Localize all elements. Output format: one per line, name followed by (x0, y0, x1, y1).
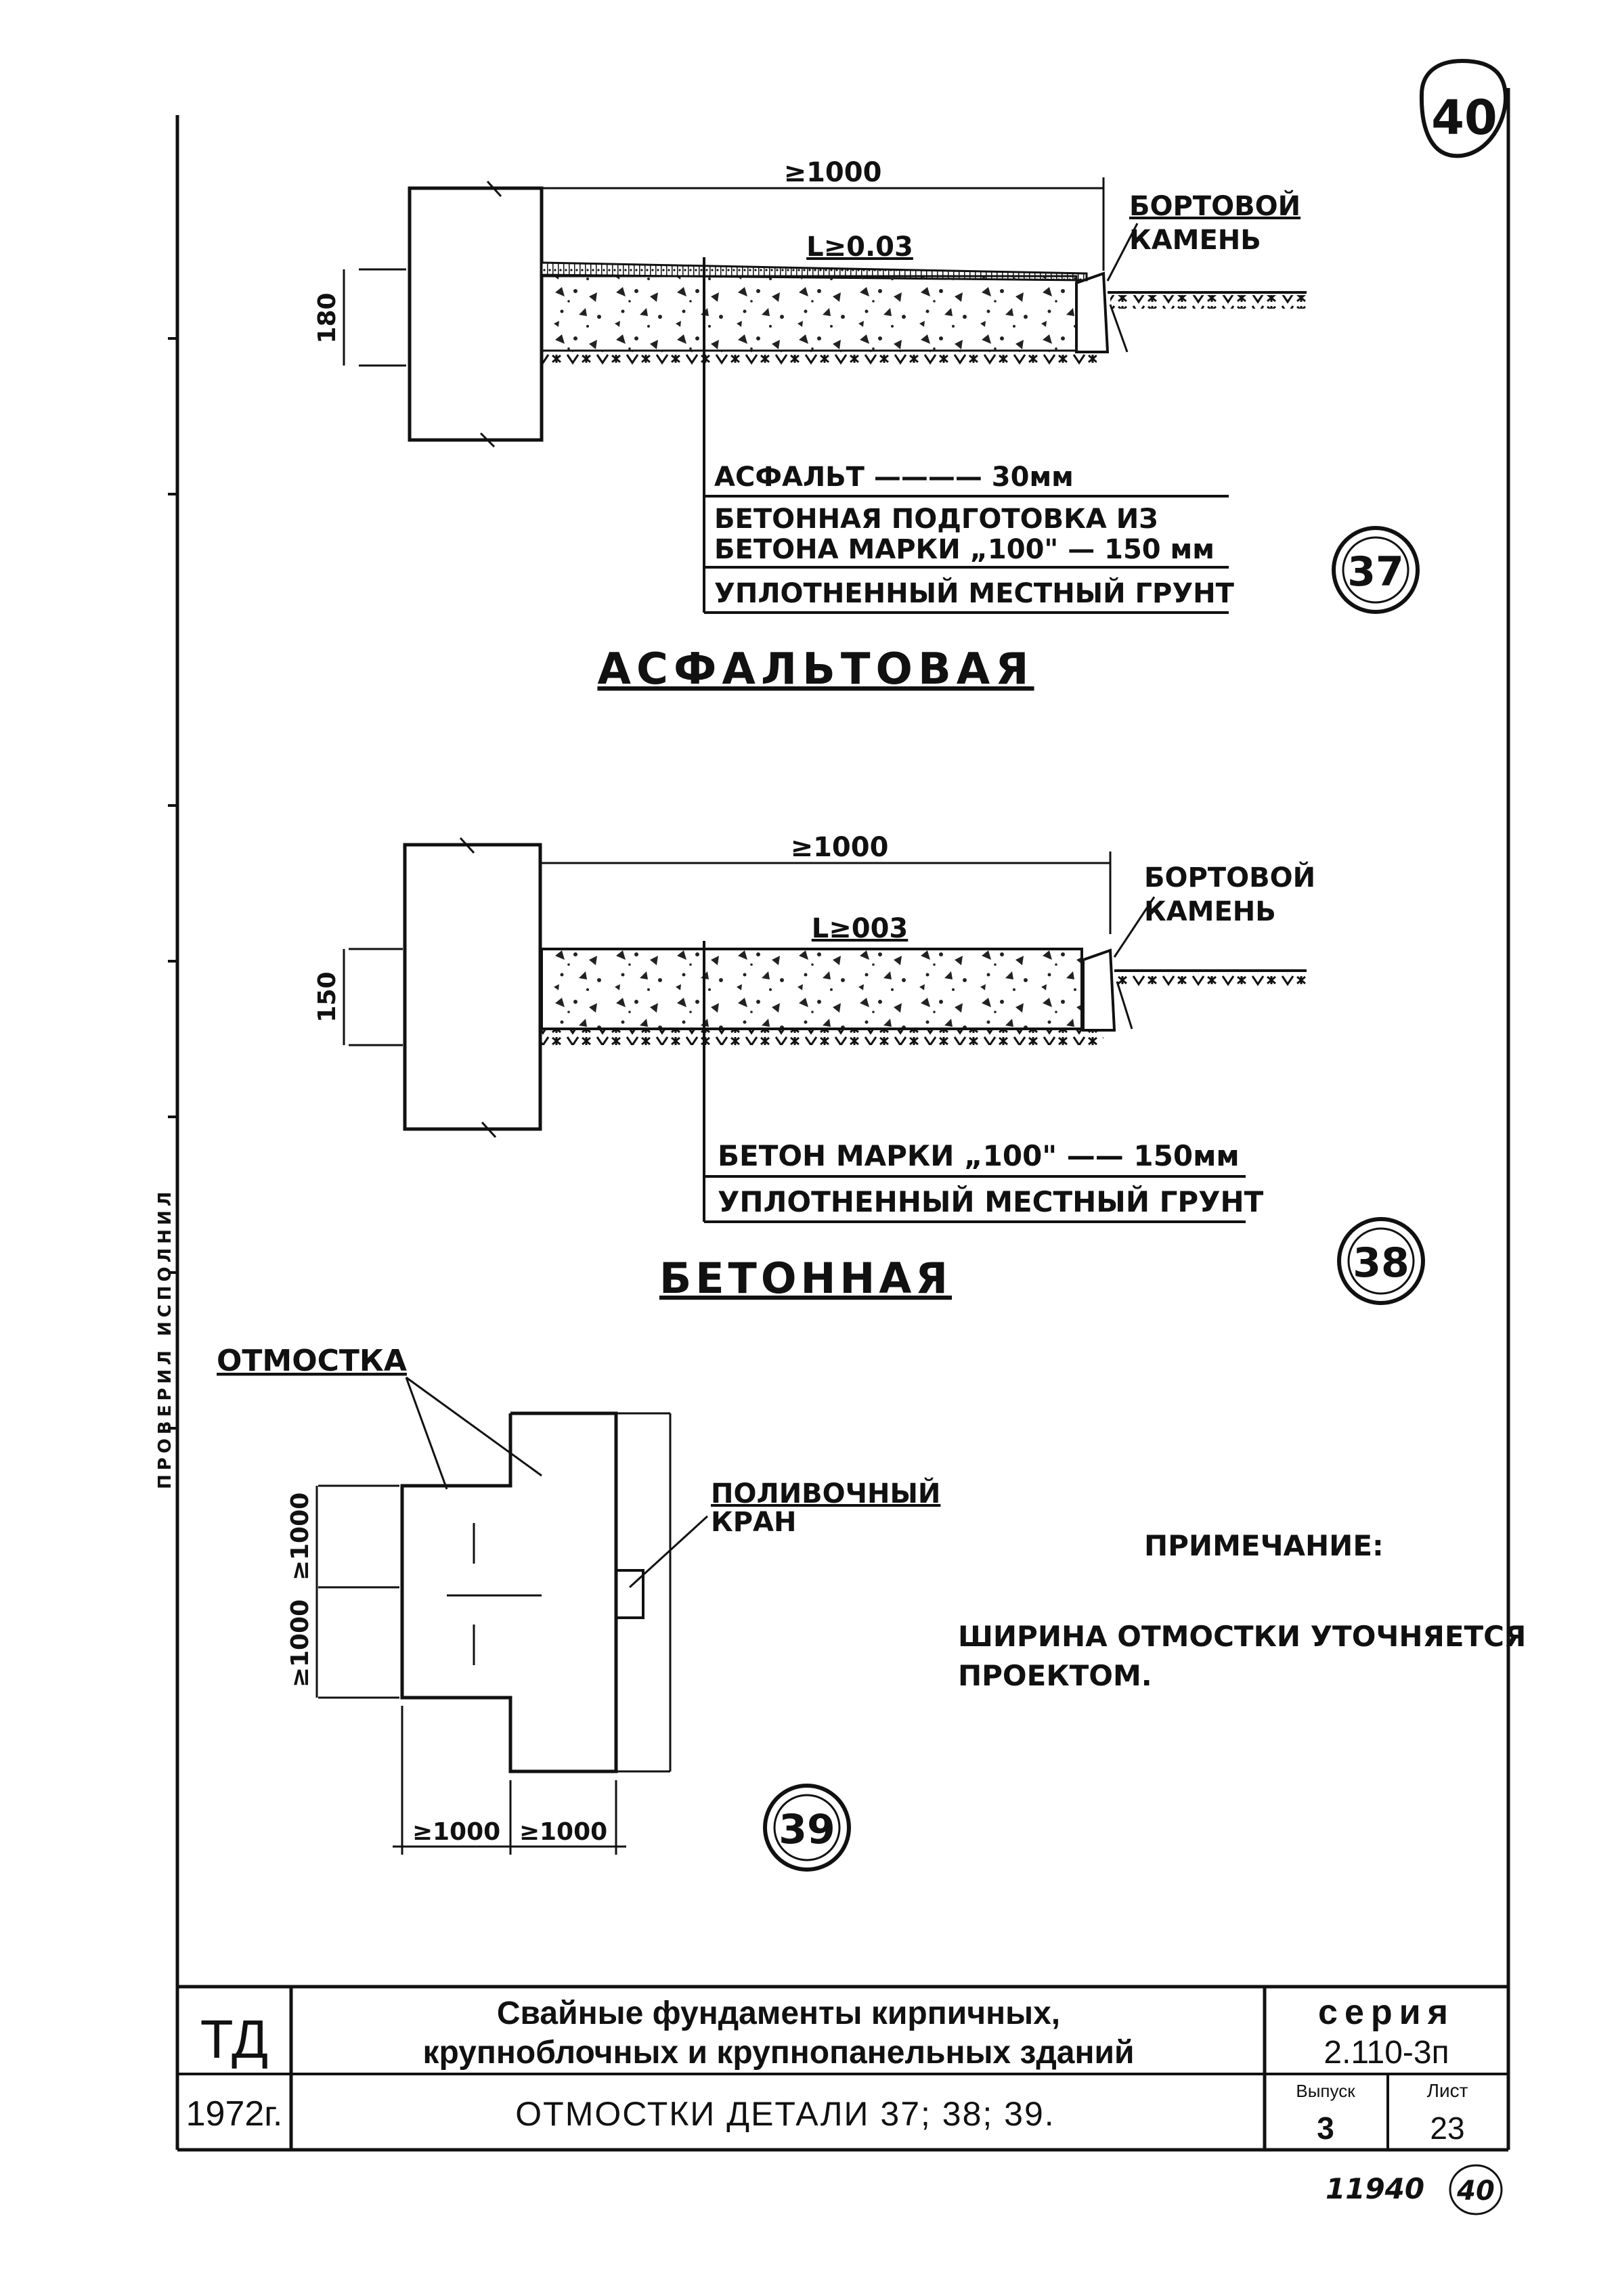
detail-38: ≥1000 L≥003 БОРТОВОЙ КАМЕНЬ 150 БЕТОН МА… (313, 832, 1425, 1305)
d39-dim-h2: ≥1000 (519, 1818, 607, 1846)
drawing-frame (168, 88, 1510, 2152)
tb-year: 1972г. (186, 2094, 283, 2134)
note-heading: ПРИМЕЧАНИЕ: (1144, 1529, 1384, 1562)
d37-layer-1: АСФАЛЬТ ———— 30мм (714, 462, 1074, 493)
d37-title: АСФАЛЬТОВАЯ (597, 644, 1034, 694)
tb-sheet-label: Лист (1427, 2080, 1468, 2101)
d37-layer-2a: БЕТОННАЯ ПОДГОТОВКА ИЗ (714, 504, 1158, 535)
footer-page-badge: 40 (1449, 2164, 1503, 2215)
d39-label-tap-1: ПОЛИВОЧНЫЙ (711, 1477, 940, 1509)
tb-title-1: Свайные фундаменты кирпичных, (497, 1995, 1060, 2031)
d38-curb-label-2: КАМЕНЬ (1144, 896, 1276, 927)
tb-org: ТД (200, 2009, 268, 2069)
tb-sheet-value: 23 (1430, 2111, 1464, 2146)
d37-number: 37 (1347, 548, 1404, 596)
tb-series-label: серия (1318, 1993, 1455, 2032)
footer-page: 40 (1456, 2176, 1495, 2207)
sheet-number: 40 (1431, 90, 1497, 146)
detail-37: ≥1000 L≥0.03 БОРТОВОЙ КАМЕНЬ 180 АСФАЛЬТ… (313, 157, 1420, 694)
d38-number: 38 (1353, 1239, 1409, 1287)
title-block: ТД 1972г. Свайные фундаменты кирпичных, … (177, 1985, 1508, 2150)
side-stamp: ПРОВЕРИЛ ИСПОЛНИЛ (155, 1188, 175, 1489)
d38-title: БЕТОННАЯ (659, 1254, 952, 1303)
d37-curb-label-2: КАМЕНЬ (1129, 225, 1261, 256)
d38-dim-thickness: 150 (313, 971, 341, 1022)
d37-layer-2b: БЕТОНА МАРКИ „100" — 150 мм (714, 534, 1215, 565)
d39-dim-v1: ≥1000 (286, 1493, 314, 1581)
d37-dim-width: ≥1000 (784, 157, 882, 188)
detail-39: ≥1000 ≥1000 ≥1000 ≥1000 ОТМОСТКА ПОЛИВОЧ… (217, 1344, 940, 1872)
d37-curb-label-1: БОРТОВОЙ (1129, 190, 1300, 222)
d38-layer-1: БЕТОН МАРКИ „100" —— 150мм (718, 1139, 1240, 1172)
d39-number: 39 (779, 1806, 835, 1853)
sheet-number-badge: 40 (1419, 58, 1508, 158)
d38-dim-slope: L≥003 (812, 913, 909, 944)
tb-issue-value: 3 (1317, 2111, 1334, 2146)
tb-series-value: 2.110-3п (1324, 2035, 1449, 2071)
d38-curb-label-1: БОРТОВОЙ (1144, 861, 1315, 893)
d38-dim-width: ≥1000 (791, 832, 889, 863)
tb-subtitle: ОТМОСТКИ ДЕТАЛИ 37; 38; 39. (515, 2095, 1055, 2133)
d39-label-otmostka: ОТМОСТКА (217, 1344, 407, 1378)
footer-ref: 11940 (1326, 2172, 1424, 2205)
note-line-1: ШИРИНА ОТМОСТКИ УТОЧНЯЕТСЯ (958, 1620, 1526, 1653)
d39-label-tap-2: КРАН (711, 1507, 796, 1538)
d38-layer-2: УПЛОТНЕННЫЙ МЕСТНЫЙ ГРУНТ (718, 1185, 1264, 1218)
d37-dim-slope: L≥0.03 (806, 231, 913, 263)
tb-issue-label: Выпуск (1296, 2081, 1355, 2101)
d37-dim-thickness: 180 (313, 292, 341, 343)
d39-dim-v2: ≥1000 (286, 1599, 314, 1687)
tb-title-2: крупноблочных и крупнопанельных зданий (422, 2035, 1134, 2071)
d39-dim-h1: ≥1000 (412, 1818, 500, 1846)
note-line-2: ПРОЕКТОМ. (958, 1659, 1152, 1692)
note-block: ПРИМЕЧАНИЕ: ШИРИНА ОТМОСТКИ УТОЧНЯЕТСЯ П… (958, 1529, 1526, 1692)
d37-layer-3: УПЛОТНЕННЫЙ МЕСТНЫЙ ГРУНТ (714, 577, 1235, 609)
